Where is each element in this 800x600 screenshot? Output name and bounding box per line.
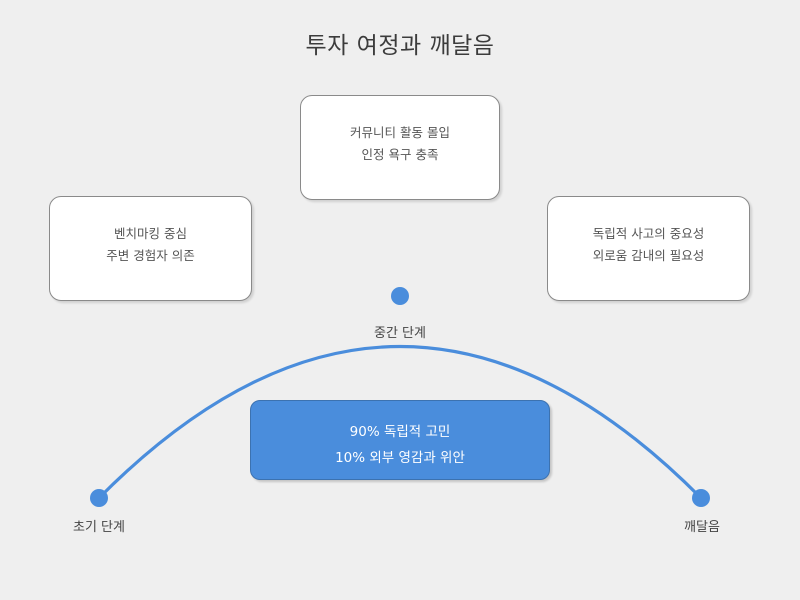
note-box-independence: 독립적 사고의 중요성 외로움 감내의 필요성: [547, 196, 750, 301]
ratio-line-2: 10% 외부 영감과 위안: [335, 450, 465, 466]
note-top-line-2: 인정 욕구 충족: [361, 147, 439, 162]
node-dot-start: [90, 489, 108, 507]
page-title: 투자 여정과 깨달음: [305, 33, 495, 59]
node-dot-middle: [391, 287, 409, 305]
node-label-middle: 중간 단계: [374, 326, 426, 341]
ratio-highlight-box: 90% 독립적 고민 10% 외부 영감과 위안: [250, 400, 550, 480]
note-box-benchmarking: 벤치마킹 중심 주변 경험자 의존: [49, 196, 252, 301]
ratio-line-1: 90% 독립적 고민: [349, 424, 451, 440]
note-left-line-2: 주변 경험자 의존: [106, 248, 195, 263]
note-right-line-1: 독립적 사고의 중요성: [592, 226, 705, 241]
node-label-end: 깨달음: [684, 520, 720, 535]
note-left-line-1: 벤치마킹 중심: [114, 226, 187, 241]
note-top-line-1: 커뮤니티 활동 몰입: [350, 125, 450, 140]
arc-path: [97, 344, 703, 500]
node-label-start: 초기 단계: [73, 520, 125, 535]
note-box-community: 커뮤니티 활동 몰입 인정 욕구 충족: [300, 95, 500, 200]
note-right-line-2: 외로움 감내의 필요성: [592, 248, 705, 263]
node-dot-end: [692, 489, 710, 507]
